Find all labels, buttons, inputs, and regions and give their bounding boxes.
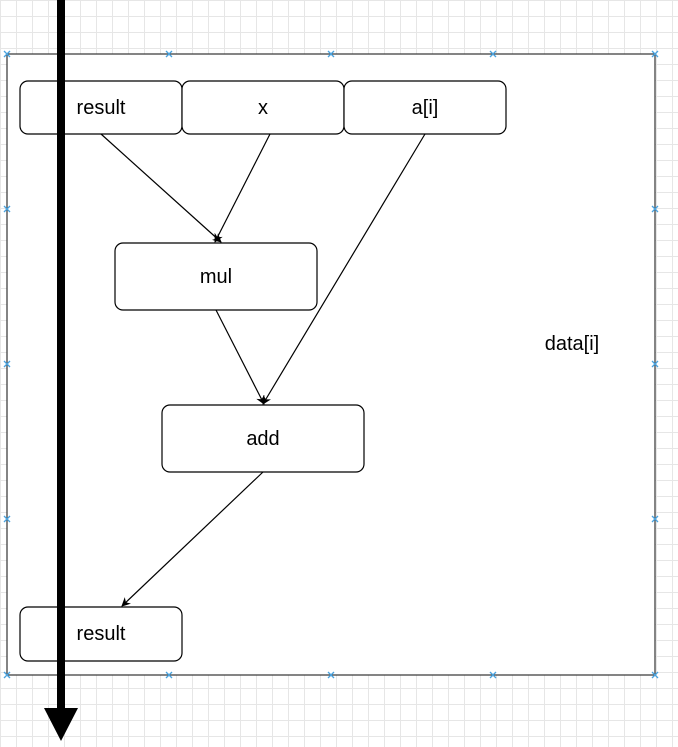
handle-icon (327, 671, 335, 679)
handle-icon (3, 515, 11, 523)
edge-x-to-mul[interactable] (214, 133, 271, 243)
flow-arrow[interactable] (44, 0, 78, 741)
edge-ai-to-add[interactable] (262, 133, 426, 405)
handle-icon (651, 515, 659, 523)
edge-result-to-mul[interactable] (100, 133, 222, 243)
arrow-down-icon (44, 708, 78, 741)
loop-container[interactable] (6, 53, 656, 676)
handle-icon (651, 205, 659, 213)
node-result-in[interactable]: result (19, 80, 183, 135)
selection-handles (3, 50, 659, 679)
handle-icon (651, 671, 659, 679)
node-label: result (77, 623, 126, 645)
container-label: data[i] (545, 333, 599, 355)
node-x[interactable]: x (181, 80, 345, 135)
handle-icon (3, 205, 11, 213)
handle-icon (489, 50, 497, 58)
node-label: a[i] (412, 97, 439, 119)
node-a-i[interactable]: a[i] (343, 80, 507, 135)
handle-icon (651, 50, 659, 58)
node-add[interactable]: add (161, 404, 365, 473)
handle-icon (3, 360, 11, 368)
node-label: add (246, 428, 279, 450)
handle-icon (165, 671, 173, 679)
handle-icon (651, 360, 659, 368)
node-label: result (77, 97, 126, 119)
node-result-out[interactable]: result (19, 606, 183, 662)
handle-icon (489, 671, 497, 679)
handle-icon (3, 50, 11, 58)
node-label: mul (200, 266, 232, 288)
edge-add-to-result[interactable] (121, 471, 264, 607)
handle-icon (3, 671, 11, 679)
edge-mul-to-add[interactable] (215, 309, 265, 405)
node-label: x (258, 97, 268, 119)
handle-icon (327, 50, 335, 58)
node-mul[interactable]: mul (114, 242, 318, 311)
handle-icon (165, 50, 173, 58)
